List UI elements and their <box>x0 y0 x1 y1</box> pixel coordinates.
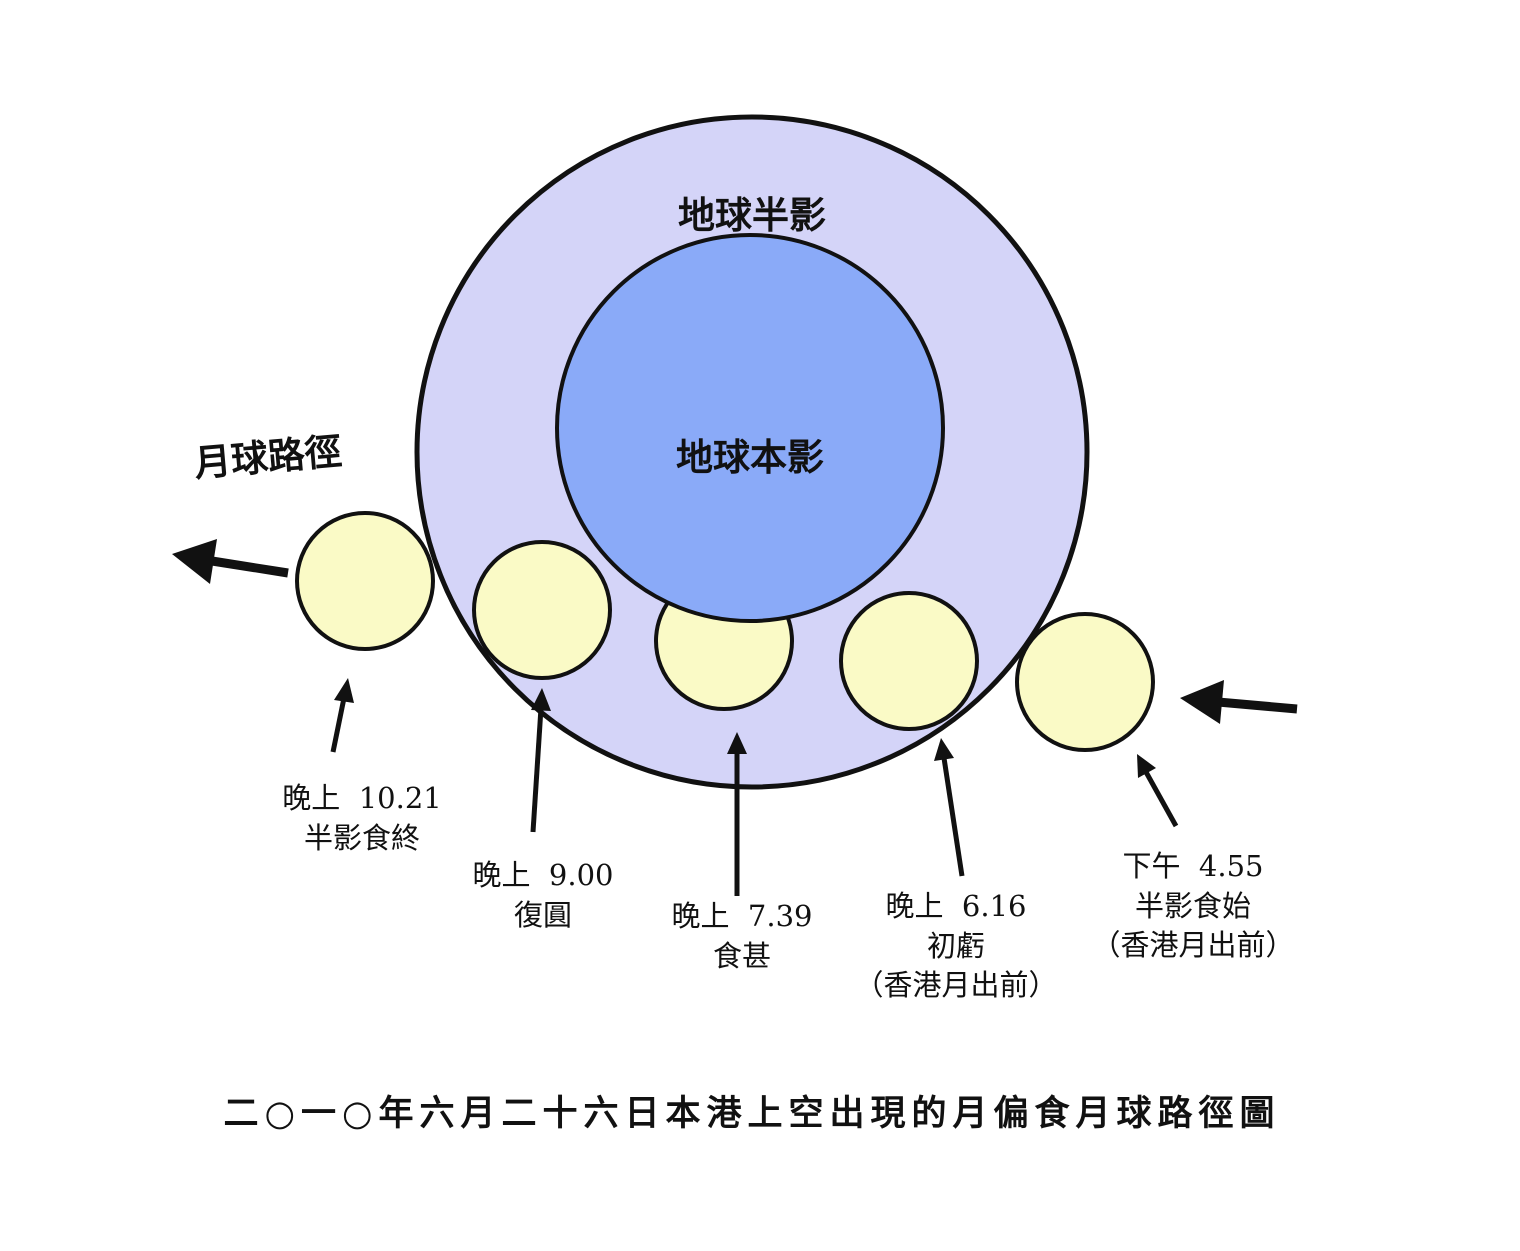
path-arrow-right <box>1180 680 1298 724</box>
event-time: 晚上 10.21 <box>282 781 441 815</box>
event-note: （香港月出前） <box>854 968 1057 1002</box>
event-note: （香港月出前） <box>1091 928 1294 962</box>
umbra-circle <box>555 233 945 623</box>
event-label-7-39: 晚上 7.39 食甚 <box>671 899 812 973</box>
penumbra-label: 地球半影 <box>678 193 826 237</box>
event-time: 下午 4.55 <box>1122 849 1263 883</box>
moon-last-contact <box>472 540 612 680</box>
event-name: 初虧 <box>927 929 985 963</box>
pointer-arrow-4-55 <box>1137 754 1179 828</box>
event-name: 半影食終 <box>304 821 420 855</box>
moon-penumbral-end <box>295 511 435 651</box>
event-label-6-16: 晚上 6.16 初虧 （香港月出前） <box>854 889 1057 1002</box>
moon-path-label: 月球路徑 <box>192 429 343 486</box>
moon-penumbral-start <box>1015 612 1155 752</box>
pointer-arrow-9-00 <box>530 688 551 833</box>
moon-first-contact <box>839 591 979 731</box>
path-arrow-left <box>172 539 289 584</box>
pointer-arrow-6-16 <box>934 738 965 877</box>
event-label-10-21: 晚上 10.21 半影食終 <box>282 781 441 855</box>
event-time: 晚上 7.39 <box>671 899 812 933</box>
event-name: 復圓 <box>514 898 572 932</box>
diagram-caption: 二○一○年六月二十六日本港上空出現的月偏食月球路徑圖 <box>223 1093 1280 1134</box>
event-label-4-55: 下午 4.55 半影食始 （香港月出前） <box>1091 849 1294 962</box>
pointer-arrow-10-21 <box>330 678 354 753</box>
pointer-arrow-7-39 <box>727 732 747 896</box>
event-name: 食甚 <box>713 939 771 973</box>
umbra-label: 地球本影 <box>676 435 824 479</box>
event-name: 半影食始 <box>1135 889 1251 923</box>
event-time: 晚上 9.00 <box>472 858 613 892</box>
event-time: 晚上 6.16 <box>885 889 1026 923</box>
event-label-9-00: 晚上 9.00 復圓 <box>472 858 613 932</box>
